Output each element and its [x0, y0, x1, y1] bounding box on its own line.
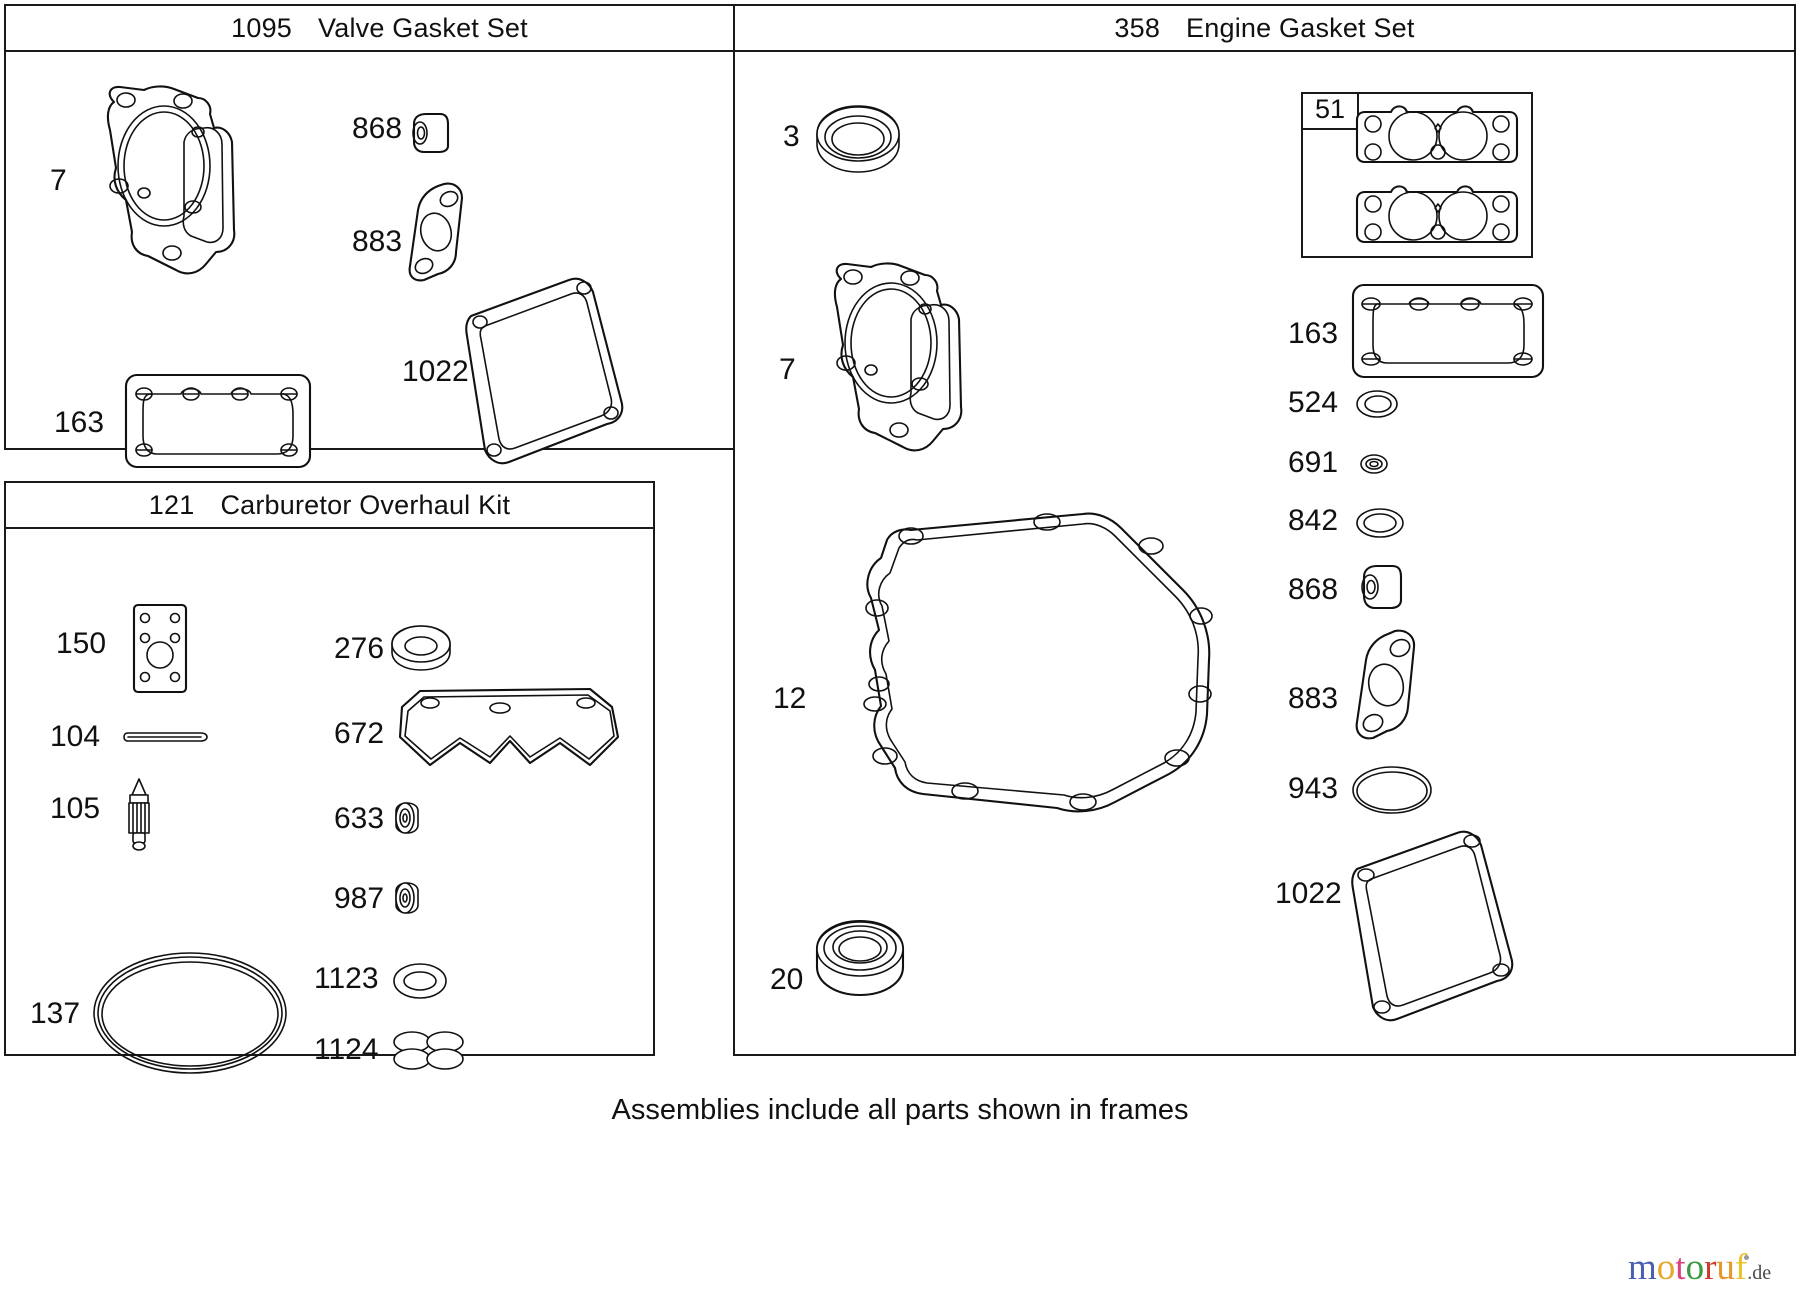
part-label-105: 105: [50, 792, 101, 825]
part-label-987: 987: [334, 882, 385, 915]
part-graphic-small-washer-633: [392, 801, 422, 835]
part-graphic-crankcase-sump-gasket: [815, 494, 1245, 824]
part-graphic-cylinder-head-gasket: [86, 80, 286, 295]
part-label-868-engine: 868: [1288, 573, 1339, 606]
part-label-1022: 1022: [402, 355, 469, 388]
part-label-691: 691: [1288, 446, 1339, 479]
part-label-150: 150: [56, 627, 107, 660]
logo-letter-o2: o: [1685, 1247, 1705, 1288]
part-graphic-crankcase-cover-gasket-engine: [1347, 827, 1522, 1042]
part-label-3: 3: [783, 120, 800, 153]
panel-header-engine-gasket-set: 358 Engine Gasket Set: [735, 6, 1794, 52]
panel-header-valve-gasket-set: 1095 Valve Gasket Set: [6, 6, 753, 52]
panel-number: 358: [1114, 12, 1161, 43]
part-graphic-rocker-cover-gasket: [121, 370, 316, 475]
part-label-20: 20: [770, 963, 804, 996]
logo-letter-u: u: [1716, 1247, 1735, 1288]
part-graphic-head-gasket-lower: [1351, 182, 1523, 250]
part-label-276: 276: [334, 632, 385, 665]
part-graphic-o-ring-1123: [392, 961, 448, 1001]
part-label-104: 104: [50, 720, 101, 753]
logo-letter-f: f: [1734, 1247, 1750, 1288]
part-graphic-o-ring-524: [1355, 388, 1399, 420]
part-graphic-oil-seal: [813, 102, 903, 180]
part-label-1123: 1123: [314, 962, 379, 995]
part-graphic-rocker-cover-gasket-engine: [1347, 277, 1549, 385]
part-label-12: 12: [773, 682, 807, 715]
panel-valve-gasket-set: 1095 Valve Gasket Set 7 868: [4, 4, 755, 469]
part-graphic-head-gasket-upper: [1351, 102, 1523, 170]
footnote-text: Assemblies include all parts shown in fr…: [611, 1094, 1189, 1126]
part-graphic-seal-691: [1359, 452, 1389, 476]
part-graphic-o-ring-set-1124: [392, 1029, 466, 1073]
part-graphic-carburetor-body-gasket: [130, 601, 190, 696]
logo-letter-t: t: [1675, 1247, 1686, 1288]
motoruf-logo: motoruf.de: [1628, 1249, 1771, 1286]
part-graphic-valve-guide-bushing-engine: [1355, 562, 1409, 614]
part-label-868: 868: [352, 112, 403, 145]
part-label-1124: 1124: [314, 1033, 379, 1066]
panel-number: 121: [148, 489, 195, 520]
part-label-7-engine: 7: [779, 353, 796, 386]
part-label-883: 883: [352, 225, 403, 258]
part-label-842: 842: [1288, 504, 1339, 537]
part-label-633: 633: [334, 802, 385, 835]
logo-letter-o1: o: [1656, 1247, 1676, 1288]
panel-body-carburetor-overhaul-kit: 150 104 105: [6, 529, 653, 1074]
part-graphic-float-hinge-pin: [123, 727, 209, 747]
part-graphic-small-washer-987: [392, 881, 422, 915]
part-graphic-valve-guide-bushing: [406, 110, 456, 158]
part-label-1022-engine: 1022: [1275, 877, 1342, 910]
logo-suffix: .de: [1747, 1262, 1772, 1284]
panel-header-carburetor-overhaul-kit: 121 Carburetor Overhaul Kit: [6, 483, 653, 529]
part-label-163: 163: [54, 406, 105, 439]
logo-letter-m: m: [1628, 1247, 1657, 1288]
part-graphic-ball-bearing: [813, 917, 907, 1003]
part-label-943: 943: [1288, 772, 1339, 805]
part-graphic-o-ring-943: [1351, 764, 1433, 816]
part-graphic-o-ring-842: [1355, 506, 1405, 540]
panel-engine-gasket-set: 358 Engine Gasket Set 3 51: [733, 4, 1796, 1056]
logo-letter-r: r: [1704, 1247, 1717, 1288]
part-graphic-crankcase-cover-gasket: [461, 274, 631, 479]
logo-tittle-dot: [1744, 1255, 1750, 1260]
part-graphic-seal-washer: [390, 624, 452, 674]
part-graphic-cylinder-head-gasket-engine: [813, 257, 1013, 472]
part-graphic-intake-manifold-gasket-engine: [1351, 627, 1427, 747]
part-graphic-diaphragm: [390, 681, 630, 781]
panel-body-engine-gasket-set: 3 51: [735, 52, 1794, 1056]
part-label-524: 524: [1288, 386, 1339, 419]
panel-title: Carburetor Overhaul Kit: [220, 489, 511, 520]
part-label-7: 7: [50, 164, 67, 197]
part-label-137: 137: [30, 997, 81, 1030]
part-graphic-float-bowl-o-ring: [90, 946, 290, 1081]
part-label-163-engine: 163: [1288, 317, 1339, 350]
panel-carburetor-overhaul-kit: 121 Carburetor Overhaul Kit 150 104: [4, 481, 655, 1074]
panel-body-valve-gasket-set: 7 868: [6, 52, 753, 469]
part-label-672: 672: [334, 717, 385, 750]
part-graphic-inlet-needle-valve: [118, 777, 160, 852]
panel-number: 1095: [231, 12, 293, 43]
panel-title: Engine Gasket Set: [1186, 12, 1415, 43]
subbox-label-51: 51: [1301, 92, 1360, 130]
subbox-head-gasket-pair: 51: [1301, 92, 1533, 258]
part-graphic-intake-manifold-gasket: [404, 180, 474, 288]
panel-title: Valve Gasket Set: [318, 12, 528, 43]
part-label-883-engine: 883: [1288, 682, 1339, 715]
